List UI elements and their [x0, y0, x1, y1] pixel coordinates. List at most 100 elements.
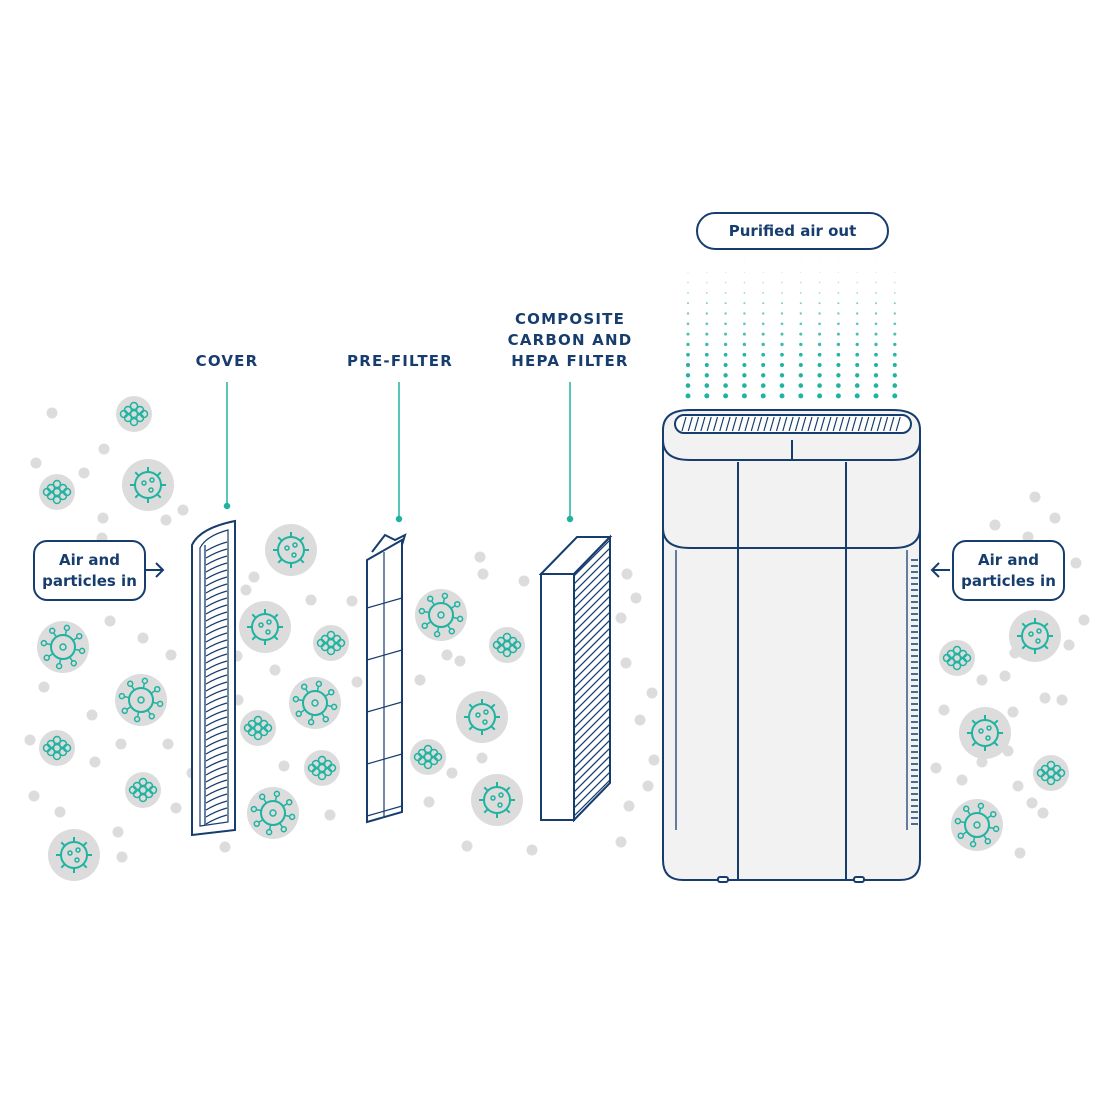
virus-icon: [122, 459, 174, 511]
cover-slat: [205, 555, 228, 566]
particle-cluster-icon: [489, 627, 525, 663]
grille-slat: [870, 416, 876, 432]
purified-air-dot: [706, 271, 708, 273]
purified-air-dot: [837, 271, 839, 273]
purified-air-dot: [817, 383, 822, 388]
arrow-left-icon: [930, 562, 950, 578]
hepa-pleat: [572, 834, 612, 874]
callout-line: particles in: [961, 572, 1056, 590]
particle-dot: [160, 514, 172, 526]
hepa-pleat: [574, 665, 610, 707]
purified-air-dot: [874, 342, 878, 347]
purified-air-dot: [894, 281, 896, 284]
purified-air-dot: [761, 352, 766, 357]
cover-slat: [205, 737, 228, 748]
purified-air-dot: [873, 393, 879, 399]
grille-slat: [712, 416, 719, 432]
purified-air-dot: [799, 332, 803, 336]
cover-slat: [205, 646, 228, 657]
purified-air-dot: [742, 332, 746, 336]
grille-slat: [719, 416, 725, 432]
purified-air-dot: [705, 332, 709, 336]
purified-air-dot: [893, 332, 897, 336]
grille-slat: [826, 416, 832, 432]
particle-dot: [423, 796, 435, 808]
purified-air-dot: [874, 312, 878, 315]
purified-air-dot: [723, 352, 728, 357]
hepa-pleat: [574, 753, 610, 795]
particle-cluster-icon: [39, 730, 75, 766]
particle-cluster-icon: [410, 739, 446, 775]
hepa-pleat: [574, 633, 610, 675]
purified-air-dot: [874, 322, 878, 326]
purified-air-dot: [743, 302, 746, 305]
cover-slat: [205, 688, 228, 699]
grille-slat: [857, 416, 863, 432]
purified-air-dot: [836, 342, 841, 347]
purified-air-dot: [704, 383, 710, 388]
hepa-pleat: [574, 681, 610, 723]
particle-dot: [115, 738, 127, 750]
purified-air-dot: [855, 342, 859, 347]
purified-air-dot: [762, 281, 764, 284]
cover-slat: [205, 814, 228, 825]
purified-air-dot: [854, 383, 860, 388]
purified-air-dot: [856, 302, 859, 305]
grille-slat: [681, 416, 687, 432]
hepa-pleat: [574, 705, 610, 747]
cover-slat: [205, 548, 228, 559]
purified-air-dot: [761, 332, 765, 336]
purified-air-dot: [705, 342, 709, 347]
purified-air-dot: [836, 332, 840, 336]
particle-dot: [89, 756, 101, 768]
grille-slat: [845, 416, 851, 432]
coronavirus-icon: [289, 677, 341, 729]
purified-air-dot: [894, 271, 896, 273]
purified-air-dot: [685, 393, 691, 399]
purified-air-dot: [725, 271, 727, 273]
particle-dot: [634, 714, 646, 726]
purified-air-dot: [761, 322, 765, 326]
purified-air-dot: [874, 332, 878, 336]
purified-air-dot: [873, 373, 879, 378]
purified-air-dot: [779, 373, 785, 378]
cover-slat: [205, 632, 228, 643]
grille-slat: [687, 416, 693, 432]
cover-slat: [205, 716, 228, 727]
purified-air-dot: [798, 393, 804, 399]
particle-cluster-icon: [116, 396, 152, 432]
cover-slat: [205, 751, 228, 762]
purified-air-dot: [855, 352, 860, 357]
purified-air-dot: [893, 342, 897, 347]
particle-dot: [938, 704, 950, 716]
virus-icon: [239, 601, 291, 653]
purified-air-dot: [743, 292, 746, 294]
particle-dot: [1029, 491, 1041, 503]
grille-slat: [832, 416, 838, 432]
purified-air-dot: [742, 383, 747, 388]
purified-air-dot: [873, 383, 879, 388]
cover-slat: [205, 695, 228, 706]
purified-air-dot: [818, 322, 821, 326]
cover-panel: [191, 519, 236, 837]
particle-dot: [615, 836, 627, 848]
grille-slat: [775, 416, 782, 432]
grille-slat: [725, 416, 731, 432]
particle-dot: [441, 649, 453, 661]
purified-air-dot: [706, 281, 708, 284]
purified-air-dot: [779, 393, 785, 399]
purified-air-dot: [724, 312, 727, 315]
grille-slat: [738, 416, 744, 432]
particle-dot: [24, 734, 36, 746]
grille-slat: [813, 416, 819, 432]
purified-air-dot: [743, 281, 746, 284]
hepa-pleat: [574, 697, 610, 739]
purified-air-dot: [799, 322, 803, 326]
purified-air-dot: [817, 393, 823, 399]
cover-slat: [205, 639, 228, 650]
purified-air-dot: [705, 312, 708, 315]
purified-air-dot: [799, 292, 802, 294]
particle-dot: [305, 594, 317, 606]
particle-dot: [165, 649, 177, 661]
purified-air-dot: [744, 261, 745, 263]
